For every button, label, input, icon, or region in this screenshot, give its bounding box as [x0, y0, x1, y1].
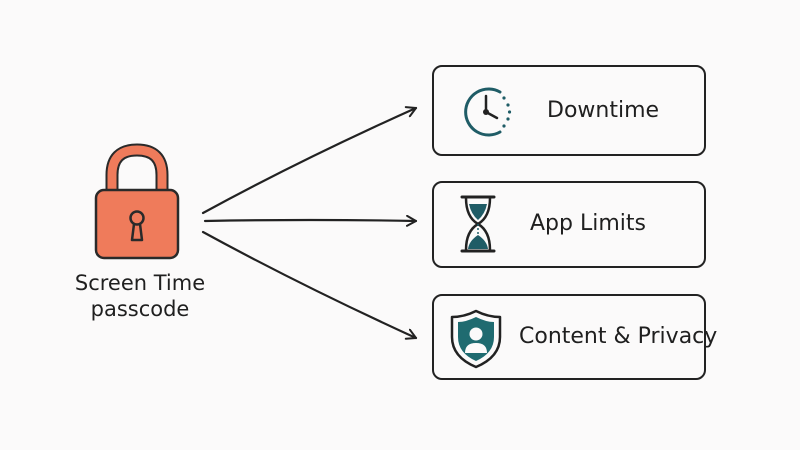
padlock-shackle — [107, 145, 167, 197]
content-privacy-label: Content & Privacy — [519, 324, 718, 349]
hourglass-icon — [460, 195, 496, 253]
shield-person-icon — [450, 309, 502, 369]
arrow-to-content-privacy — [201, 230, 418, 340]
lock-label-line1: Screen Time — [74, 271, 206, 295]
lock-label-line2: passcode — [90, 297, 190, 321]
arrow-to-app-limits — [203, 214, 418, 227]
clock-icon — [464, 87, 512, 137]
lock-label: Screen Time passcode — [60, 270, 220, 322]
app-limits-label: App Limits — [530, 211, 646, 236]
content-privacy-card[interactable]: Content & Privacy — [432, 294, 717, 380]
keyhole — [129, 210, 145, 226]
downtime-label: Downtime — [547, 98, 660, 123]
arrow-to-downtime — [201, 106, 418, 215]
downtime-card[interactable]: Downtime — [432, 65, 706, 156]
app-limits-card[interactable]: App Limits — [432, 181, 706, 268]
